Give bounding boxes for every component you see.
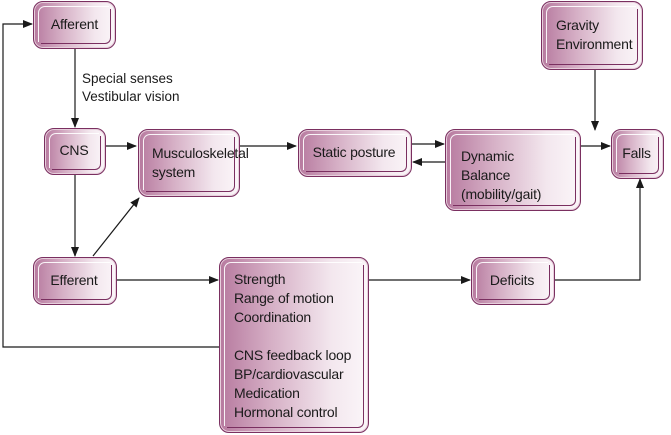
node-factors[interactable] bbox=[219, 257, 369, 433]
node-cns-label: CNS bbox=[59, 142, 89, 158]
node-gravity-environment-label: Gravity Environment bbox=[556, 17, 633, 52]
node-afferent[interactable] bbox=[33, 1, 116, 49]
node-efferent[interactable] bbox=[33, 257, 117, 305]
node-dynamic-balance-label: Dynamic Balance (mobility/gait) bbox=[461, 148, 542, 202]
node-deficits[interactable] bbox=[471, 257, 555, 305]
node-efferent-label: Efferent bbox=[50, 271, 98, 288]
node-falls[interactable] bbox=[611, 129, 664, 179]
edge-feedback-afferent bbox=[2, 20, 219, 348]
edge-label-afferent-cns: Special senses Vestibular vision bbox=[82, 71, 180, 104]
edge-efferent-musculoskeletal bbox=[92, 197, 140, 257]
edge-deficits-falls bbox=[555, 178, 644, 281]
node-afferent-label: Afferent bbox=[50, 15, 99, 32]
node-deficits-label: Deficits bbox=[489, 271, 535, 288]
node-static-posture[interactable] bbox=[298, 129, 412, 177]
node-static-posture-label: Static posture bbox=[312, 143, 396, 160]
node-falls-label: Falls bbox=[622, 144, 651, 161]
node-dynamic-balance[interactable] bbox=[445, 129, 581, 211]
node-factors-label: Strength Range of motion Coordination CN… bbox=[234, 271, 352, 420]
node-musculoskeletal-label: Musculoskeletal system bbox=[152, 145, 249, 180]
node-musculoskeletal[interactable] bbox=[138, 129, 240, 197]
node-cns[interactable] bbox=[44, 128, 106, 175]
node-gravity-environment[interactable] bbox=[541, 1, 643, 70]
